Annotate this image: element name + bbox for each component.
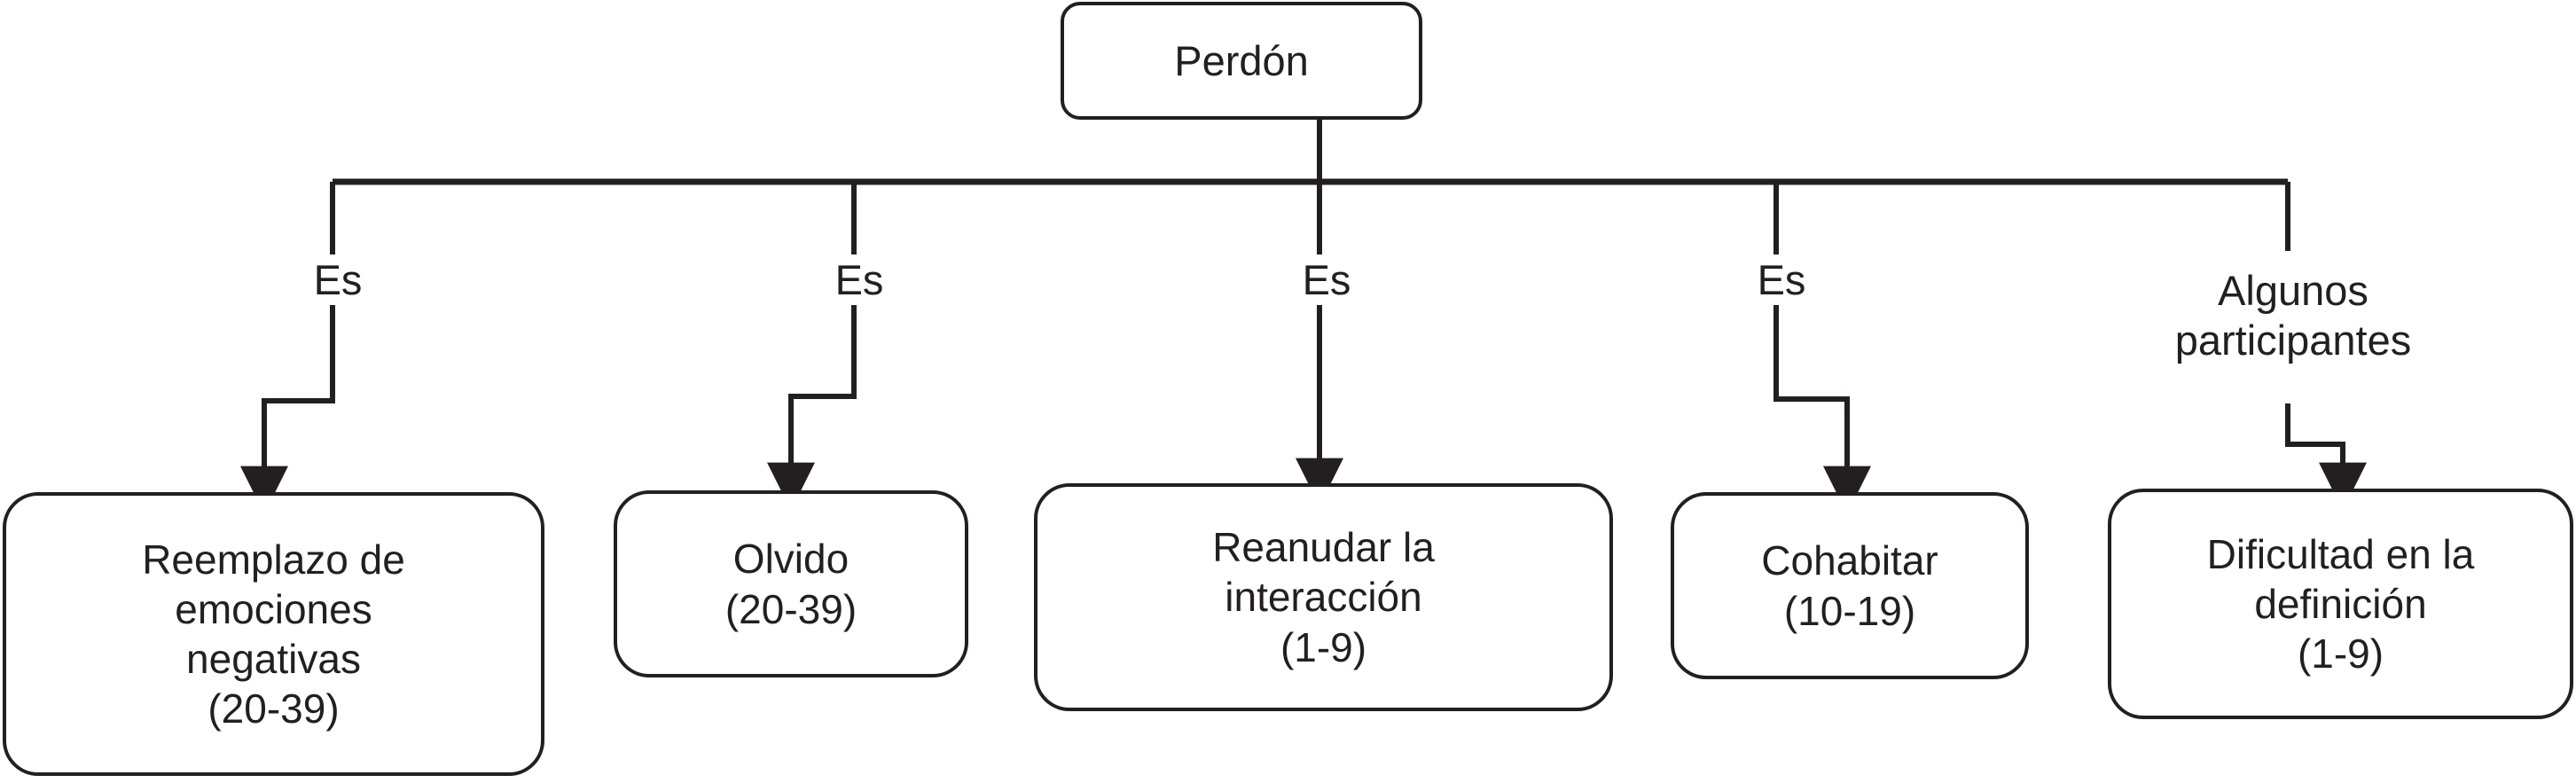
node-olvido[interactable]: Olvido (20-39) bbox=[614, 490, 968, 677]
edge-label-es-2: Es bbox=[783, 255, 936, 306]
edge-4-path-lower bbox=[1773, 302, 1871, 514]
edge-2-path-lower bbox=[767, 302, 857, 511]
node-reemplazo-emociones-negativas[interactable]: Reemplazo de emociones negativas (20-39) bbox=[3, 492, 544, 776]
edge-5-path-lower bbox=[2285, 403, 2367, 511]
edge-1-path-lower bbox=[240, 302, 335, 514]
node-perdon[interactable]: Perdón bbox=[1061, 2, 1422, 120]
edge-label-es-4: Es bbox=[1705, 255, 1858, 306]
node-dificultad-definicion[interactable]: Dificultad en la definición (1-9) bbox=[2108, 489, 2573, 719]
node-cohabitar[interactable]: Cohabitar (10-19) bbox=[1671, 492, 2029, 679]
edge-label-algunos-participantes: Algunos participantes bbox=[2102, 266, 2485, 366]
node-olvido-label: Olvido (20-39) bbox=[724, 536, 857, 632]
node-reanudar-interaccion[interactable]: Reanudar la interacción (1-9) bbox=[1034, 483, 1613, 711]
node-reanudar-label: Reanudar la interacción (1-9) bbox=[1212, 524, 1435, 670]
node-cohabitar-label: Cohabitar (10-19) bbox=[1761, 537, 1938, 634]
node-dificultad-label: Dificultad en la definición (1-9) bbox=[2206, 530, 2475, 677]
node-reemplazo-label: Reemplazo de emociones negativas (20-39) bbox=[142, 536, 405, 732]
edge-label-es-1: Es bbox=[262, 255, 414, 306]
edge-label-es-3: Es bbox=[1250, 255, 1403, 306]
node-perdon-label: Perdón bbox=[1174, 36, 1309, 84]
